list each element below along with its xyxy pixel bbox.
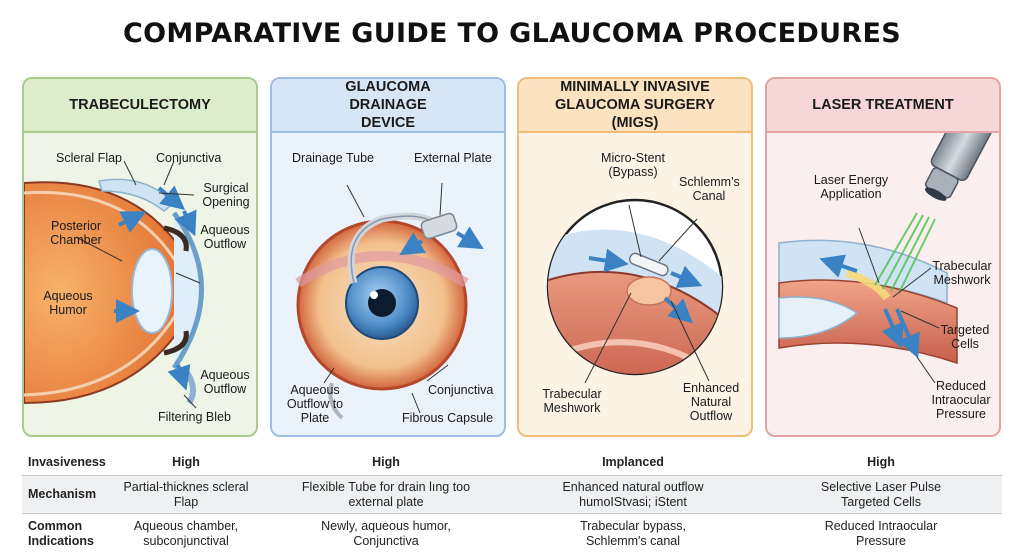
micro-stent-shape bbox=[628, 252, 669, 277]
panel-heading: GLAUCOMA DRAINAGE DEVICE bbox=[272, 79, 504, 133]
table-cell: Implanced bbox=[602, 454, 664, 469]
label-schlemms-canal: Schlemm's Canal bbox=[679, 175, 740, 203]
row-header: Common Indications bbox=[28, 518, 94, 548]
label-scleral-flap: Scleral Flap bbox=[56, 151, 122, 165]
label-reduced-pressure: Reduced Intraocular Pressure bbox=[931, 379, 991, 421]
label-drainage-tube: Drainage Tube bbox=[292, 151, 375, 165]
flow-arrow bbox=[167, 364, 191, 391]
flow-arrow bbox=[895, 308, 920, 359]
panel-illustration: Micro-Stent (Bypass) Schlemm's Canal Tra… bbox=[519, 133, 751, 435]
label-external-plate: External Plate bbox=[414, 151, 492, 165]
flow-arrow bbox=[157, 185, 186, 211]
table-row-indications: Common Indications Aqueous chamber, subc… bbox=[22, 513, 1002, 553]
flow-arrow bbox=[174, 209, 197, 237]
panel-migs: MINIMALLY INVASIVE GLAUCOMA SURGERY (MIG… bbox=[517, 77, 753, 437]
label-surgical-opening: Surgical Opening bbox=[202, 181, 250, 209]
table-row-mechanism: Mechanism Partial-thicknes scleral Flap … bbox=[22, 475, 1002, 513]
label-posterior-chamber: Posterior Chamber bbox=[50, 219, 102, 247]
panel-heading: LASER TREATMENT bbox=[767, 79, 999, 133]
table-row-invasiveness: Invasiveness High High Implanced High bbox=[22, 449, 1002, 475]
flow-arrow bbox=[588, 248, 629, 273]
laser-probe-illustration bbox=[778, 133, 997, 384]
flow-arrow bbox=[399, 232, 426, 256]
lens-shape bbox=[131, 248, 173, 334]
table-cell: Selective Laser Pulse Targeted Cells bbox=[820, 479, 942, 509]
table-cell: Flexible Tube for drain lıng too externa… bbox=[301, 479, 471, 509]
panel-laser-treatment: LASER TREATMENT bbox=[765, 77, 1001, 437]
panel-drainage-device: GLAUCOMA DRAINAGE DEVICE bbox=[270, 77, 506, 437]
table-cell: Reduced Intraocular Pressure bbox=[824, 518, 938, 548]
panel-illustration: Laser Energy Application Trabecular Mesh… bbox=[767, 133, 999, 435]
panel-heading: TRABECULECTOMY bbox=[24, 79, 256, 133]
label-filtering-bleb: Filtering Bleb bbox=[158, 410, 231, 424]
panel-heading: MINIMALLY INVASIVE GLAUCOMA SURGERY (MIG… bbox=[519, 79, 751, 133]
table-cell: Aqueous chamber, subconjunctival bbox=[133, 518, 239, 548]
label-conjunctiva: Conjunctiva bbox=[428, 383, 494, 397]
label-fibrous-capsule: Fibrous Capsule bbox=[402, 411, 494, 425]
table-cell: Partial-thicknes scleral Flap bbox=[123, 479, 249, 509]
laser-probe-shape bbox=[924, 133, 997, 201]
label-aqueous-outflow-bottom: Aqueous Outflow bbox=[200, 368, 250, 396]
flow-arrow bbox=[881, 308, 904, 349]
panel-illustration: Scleral Flap Conjunctiva Surgical Openin… bbox=[24, 133, 256, 435]
row-header: Invasiveness bbox=[28, 454, 106, 469]
table-cell: High bbox=[867, 454, 895, 469]
label-aqueous-humor: Aqueous Humor bbox=[43, 289, 93, 317]
row-header: Mechanism bbox=[28, 487, 97, 501]
label-aqueous-outflow-plate: Aqueous Outflow to Plate bbox=[286, 383, 344, 425]
page-title: COMPARATIVE GUIDE TO GLAUCOMA PROCEDURES bbox=[123, 18, 901, 49]
label-micro-stent: Micro-Stent (Bypass) bbox=[601, 151, 665, 179]
panel-illustration: Drainage Tube External Plate Aqueous Out… bbox=[272, 133, 504, 435]
drainage-implant-illustration bbox=[295, 182, 484, 420]
table-cell: Enhanced natural outflow humoIStvasi; iS… bbox=[562, 479, 704, 509]
label-laser-energy: Laser Energy Application bbox=[813, 173, 889, 201]
laser-beam bbox=[874, 212, 936, 294]
eye-cross-section-illustration bbox=[24, 160, 204, 409]
label-aqueous-outflow-top: Aqueous Outflow bbox=[200, 223, 250, 251]
table-cell: Trabecular bypass, Schlemm's canal bbox=[580, 518, 686, 548]
panel-trabeculectomy: TRABECULECTOMY bbox=[22, 77, 258, 437]
flow-arrow bbox=[663, 296, 693, 324]
external-plate-shape bbox=[420, 212, 458, 240]
label-enhanced-outflow: Enhanced Natural Outflow bbox=[682, 381, 740, 423]
table-cell: High bbox=[172, 454, 200, 469]
table-cell: High bbox=[372, 454, 400, 469]
flow-arrow bbox=[455, 226, 484, 250]
flow-arrow bbox=[670, 265, 703, 288]
label-targeted-cells: Targeted Cells bbox=[940, 323, 990, 351]
label-trabecular-meshwork: Trabecular Meshwork bbox=[932, 259, 992, 287]
label-trabecular-meshwork: Trabecular Meshwork bbox=[542, 387, 602, 415]
table-cell: Newly, aqueous humor, Conjunctiva bbox=[321, 518, 451, 548]
flow-arrow bbox=[819, 254, 858, 278]
magnified-stent-illustration bbox=[546, 198, 724, 384]
flow-arrow bbox=[118, 211, 147, 233]
label-conjunctiva: Conjunctiva bbox=[156, 151, 222, 165]
